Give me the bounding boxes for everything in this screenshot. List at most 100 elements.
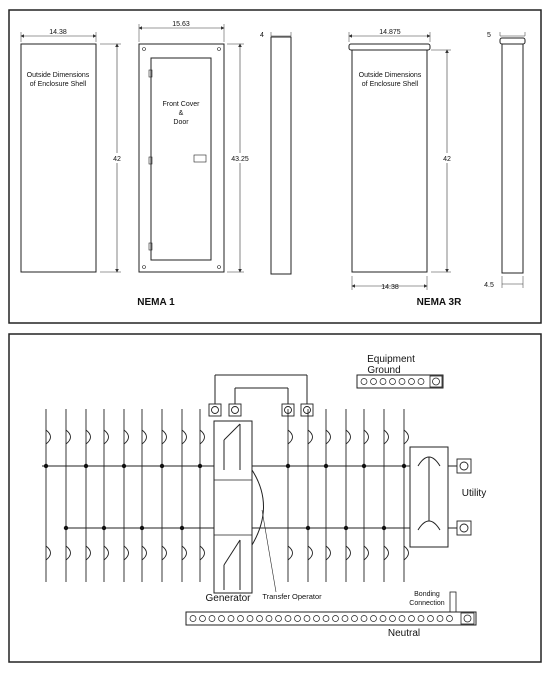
neutral-hole xyxy=(360,615,368,622)
branch-circuits xyxy=(42,409,410,582)
nema1-front-cover xyxy=(138,24,250,273)
neutral-hole xyxy=(398,615,406,622)
neutral-hole xyxy=(284,615,292,622)
neutral-hole xyxy=(303,615,311,622)
neutral-hole xyxy=(370,615,377,622)
neutral-hole xyxy=(341,615,349,622)
nema1-shell-label-1: Outside Dimensions xyxy=(27,72,90,79)
nema1-side-view xyxy=(270,32,292,275)
breaker-arc xyxy=(123,429,129,445)
equipment-ground-label-2: Ground xyxy=(367,365,400,376)
breaker-arc xyxy=(287,545,293,561)
neutral-hole xyxy=(379,615,387,622)
breaker-arc xyxy=(103,545,109,561)
breaker-arc xyxy=(345,429,351,445)
transfer-operator-label: Transfer Operator xyxy=(262,592,322,601)
breaker-arc xyxy=(287,429,293,445)
ground-hole xyxy=(379,378,387,385)
nema1-shell-width: 14.38 xyxy=(49,29,67,36)
nema3r-shell-label-1: Outside Dimensions xyxy=(359,72,422,79)
bus-tap-dot xyxy=(197,463,203,469)
nema3r-side-view xyxy=(499,32,526,288)
breaker-arc xyxy=(45,545,51,561)
breaker-arc xyxy=(123,545,129,561)
bus-tap-dot xyxy=(381,525,387,531)
neutral-hole xyxy=(322,615,330,622)
nema3r-shell-height: 42 xyxy=(443,156,451,163)
bottom-panel-frame xyxy=(8,333,542,663)
nema1-shell-label-2: of Enclosure Shell xyxy=(30,81,87,88)
breaker-arc xyxy=(45,429,51,445)
breaker-arc xyxy=(383,545,389,561)
nema1-shell xyxy=(20,32,124,273)
neutral-hole xyxy=(265,615,273,622)
bus-tap-dot xyxy=(361,463,367,469)
bus-tap-dot xyxy=(101,525,107,531)
neutral-hole xyxy=(408,615,415,622)
breaker-arc xyxy=(85,429,91,445)
neutral-hole xyxy=(332,615,339,622)
breaker-arc xyxy=(307,545,313,561)
bus-tap-dot xyxy=(285,463,291,469)
nema1-cover-label-2: & xyxy=(179,110,184,117)
ground-hole xyxy=(398,378,406,385)
bonding-label-1: Bonding xyxy=(414,591,440,598)
neutral-hole xyxy=(427,615,434,622)
nema3r-title: NEMA 3R xyxy=(417,297,462,308)
bus-tap-dot xyxy=(343,525,349,531)
neutral-hole xyxy=(313,615,320,622)
bus-tap-dot xyxy=(83,463,89,469)
ground-hole xyxy=(370,378,377,385)
breaker-arc xyxy=(403,429,409,445)
bonding-label-2: Connection xyxy=(409,600,445,607)
neutral-hole xyxy=(208,615,216,622)
breaker-arc xyxy=(199,545,205,561)
breaker-arc xyxy=(345,545,351,561)
breaker-arc xyxy=(325,545,331,561)
nema3r-shell-label-2: of Enclosure Shell xyxy=(362,81,419,88)
neutral-hole xyxy=(446,615,453,622)
utility-label: Utility xyxy=(462,488,486,499)
ground-hole xyxy=(389,378,396,385)
breaker-arc xyxy=(85,545,91,561)
nema3r-shell xyxy=(348,32,454,290)
breaker-arc xyxy=(65,429,71,445)
ground-hole xyxy=(408,378,415,385)
bus-tap-dot xyxy=(159,463,165,469)
neutral-hole xyxy=(189,615,197,622)
equipment-ground-label-1: Equipment xyxy=(367,354,415,365)
bus-tap-dot xyxy=(43,463,49,469)
neutral-hole xyxy=(227,615,235,622)
transfer-operator-leader xyxy=(261,509,277,593)
breaker-arc xyxy=(199,429,205,445)
generator-label: Generator xyxy=(205,593,251,604)
nema1-side-depth: 4 xyxy=(260,32,264,39)
breaker-arc xyxy=(403,545,409,561)
neutral-hole xyxy=(256,615,263,622)
ground-hole xyxy=(360,378,368,385)
bus-tap-dot xyxy=(63,525,69,531)
top-panel-frame xyxy=(8,9,542,324)
nema3r-bottom-width: 14.38 xyxy=(381,284,399,291)
neutral-hole xyxy=(389,615,396,622)
bus-tap-dot xyxy=(305,525,311,531)
breaker-arc xyxy=(141,429,147,445)
nema1-cover-label-1: Front Cover xyxy=(163,101,201,108)
breaker-arc xyxy=(363,429,369,445)
bus-tap-dot xyxy=(179,525,185,531)
breaker-arc xyxy=(103,429,109,445)
breaker-arc xyxy=(325,429,331,445)
nema3r-top-width: 14.875 xyxy=(379,29,401,36)
neutral-hole xyxy=(246,615,254,622)
bus-tap-dot xyxy=(401,463,407,469)
breaker-arc xyxy=(141,545,147,561)
nema1-cover-label-3: Door xyxy=(173,119,189,126)
transfer-switch-terminals xyxy=(208,374,314,417)
neutral-label: Neutral xyxy=(388,628,420,639)
breaker-arc xyxy=(161,429,167,445)
breaker-arc xyxy=(363,545,369,561)
nema1-title: NEMA 1 xyxy=(137,297,175,308)
neutral-hole xyxy=(218,615,225,622)
